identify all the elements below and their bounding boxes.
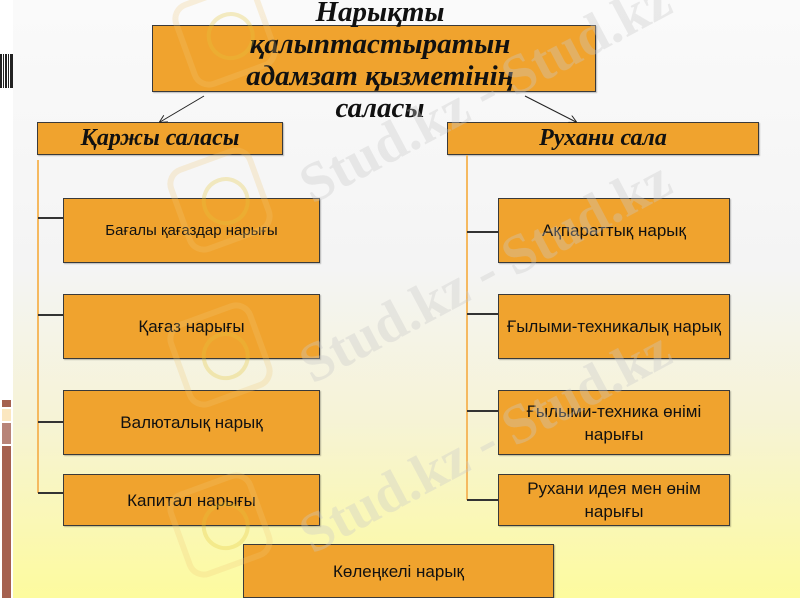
right-connector — [467, 231, 499, 233]
node-label: Ақпараттық нарық — [542, 221, 686, 240]
right-tree-trunk — [466, 155, 468, 500]
branch-header-spiritual: Рухани сала — [447, 122, 759, 155]
node-securities-market: Бағалы қағаздар нарығы — [63, 198, 320, 263]
title-line-1: Нарықты — [315, 0, 445, 28]
right-connector — [467, 410, 499, 412]
node-label: Ғылыми-техника өнімі нарығы — [526, 401, 702, 444]
node-currency-market: Валюталық нарық — [63, 390, 320, 455]
strip-block — [2, 446, 11, 598]
left-connector — [38, 217, 64, 219]
branch-arrows — [0, 95, 800, 160]
node-sci-tech-product-market: Ғылыми-техника өнімі нарығы — [498, 390, 730, 455]
node-label: Қағаз нарығы — [138, 317, 245, 336]
branch-header-finance: Қаржы саласы — [37, 122, 283, 155]
barcode-decor-icon — [0, 54, 14, 88]
node-spiritual-ideas-market: Рухани идея мен өнім нарығы — [498, 474, 730, 526]
left-connector — [38, 421, 64, 423]
strip-block — [2, 409, 11, 421]
left-connector — [38, 314, 64, 316]
right-connector — [467, 499, 499, 501]
right-connector — [467, 313, 499, 315]
strip-block — [2, 423, 11, 444]
node-paper-market: Қағаз нарығы — [63, 294, 320, 359]
watermark-text: Stud.kz - Stud.kz — [289, 148, 682, 396]
arrow-left-icon — [160, 95, 205, 122]
title-box — [152, 25, 596, 92]
node-label: Рухани идея мен өнім нарығы — [527, 479, 701, 521]
title-line-4: саласы — [335, 92, 425, 124]
left-connector — [38, 492, 64, 494]
left-decor-strip — [0, 0, 14, 598]
node-scientific-technical-market: Ғылыми-техникалық нарық — [498, 294, 730, 359]
branch-header-finance-label: Қаржы саласы — [80, 125, 240, 151]
diagram-title: Нарықты қалыптастыратын адамзат қызметін… — [150, 0, 610, 124]
node-label: Ғылыми-техникалық нарық — [507, 317, 721, 336]
title-line-3: адамзат қызметінің — [246, 60, 514, 92]
node-information-market: Ақпараттық нарық — [498, 198, 730, 263]
node-shadow-market: Көлеңкелі нарық — [243, 544, 554, 598]
node-label: Көлеңкелі нарық — [332, 561, 464, 581]
node-label: Валюталық нарық — [120, 413, 263, 432]
node-label: Бағалы қағаздар нарығы — [105, 222, 278, 239]
node-capital-market: Капитал нарығы — [63, 474, 320, 526]
strip-block — [2, 400, 11, 407]
node-label: Капитал нарығы — [127, 490, 256, 510]
left-tree-trunk — [37, 160, 39, 493]
arrow-right-icon — [524, 95, 576, 122]
title-line-2: қалыптастыратын — [249, 28, 511, 60]
branch-header-spiritual-label: Рухани сала — [539, 125, 667, 151]
